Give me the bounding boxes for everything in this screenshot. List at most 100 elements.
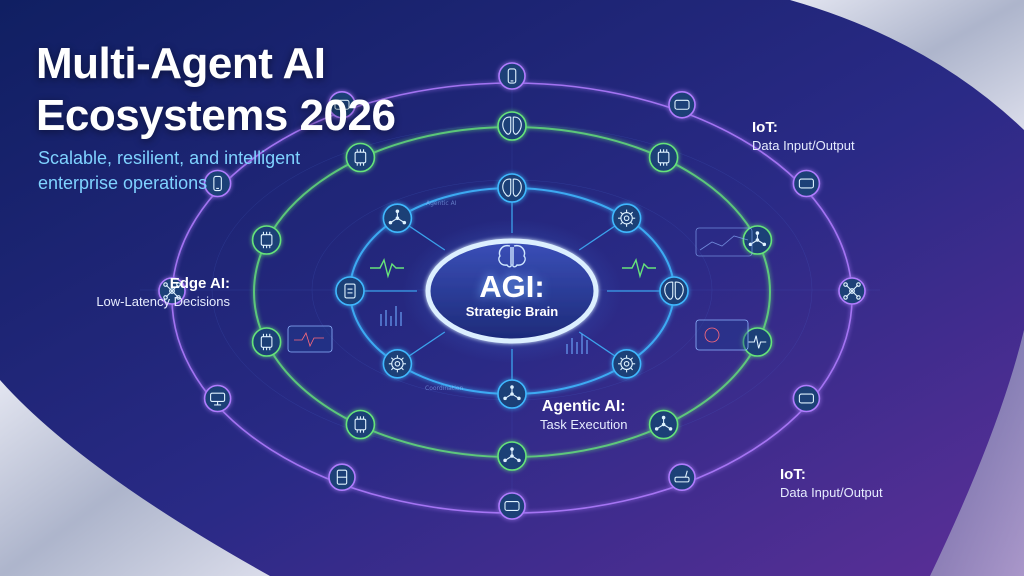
tiny-label-agentic: Agentic AI bbox=[426, 200, 457, 207]
label-iot-bottom-heading: IoT: bbox=[780, 466, 806, 483]
edge-node-1 bbox=[497, 111, 527, 141]
agentic-node-8 bbox=[382, 203, 413, 233]
edge-node-3 bbox=[742, 225, 773, 255]
label-iot-top-heading: IoT: bbox=[752, 119, 778, 136]
agentic-node-5 bbox=[497, 379, 527, 409]
edge-node-8 bbox=[251, 327, 282, 357]
silver-panel-bottom-left bbox=[0, 380, 270, 576]
agentic-node-4 bbox=[611, 348, 642, 379]
tablet-icon bbox=[674, 99, 690, 110]
brain-icon bbox=[664, 281, 684, 300]
agi-core-title: AGI: bbox=[479, 269, 545, 304]
gear-icon bbox=[618, 355, 636, 373]
silver-panel-top-right bbox=[790, 0, 1024, 130]
gear-icon bbox=[618, 209, 636, 227]
label-agentic-heading: Agentic AI: bbox=[541, 398, 626, 415]
node-circle bbox=[648, 142, 679, 173]
iot-node-7 bbox=[498, 492, 526, 520]
core-ring bbox=[425, 238, 599, 344]
phone-icon bbox=[213, 175, 222, 192]
iot-node-10 bbox=[158, 277, 186, 305]
router-icon bbox=[674, 470, 690, 483]
pulse-decoration-left bbox=[370, 257, 404, 279]
iot-node-12 bbox=[328, 91, 356, 119]
chart-card-top-right bbox=[695, 227, 753, 257]
agentic-node-3 bbox=[659, 276, 689, 306]
iot-node-2 bbox=[668, 91, 696, 119]
gear-icon bbox=[388, 355, 406, 373]
edge-node-10 bbox=[345, 142, 376, 173]
iot-node-6 bbox=[668, 463, 696, 492]
edge-node-4 bbox=[742, 327, 773, 357]
network-icon bbox=[654, 415, 673, 431]
edge-node-5 bbox=[648, 409, 679, 440]
monitor-card-right bbox=[695, 319, 749, 351]
node-circle bbox=[251, 327, 282, 357]
agentic-node-6 bbox=[382, 348, 413, 379]
bar-decoration-right bbox=[566, 334, 588, 354]
agi-core: AGI: Strategic Brain bbox=[424, 249, 600, 333]
node-circle bbox=[498, 492, 526, 520]
label-edge-sub: Low-Latency Decisions bbox=[96, 294, 230, 309]
node-layer bbox=[158, 62, 866, 520]
monitor-icon bbox=[210, 392, 226, 406]
label-edge-heading: Edge AI: bbox=[169, 275, 230, 292]
label-agentic-sub: Task Execution bbox=[540, 417, 628, 432]
iot-node-9 bbox=[203, 384, 232, 413]
tablet-icon bbox=[798, 393, 814, 404]
node-circle bbox=[668, 91, 696, 119]
iot-node-1 bbox=[498, 62, 526, 90]
label-edge-ai: Edge AI: Low-Latency Decisions bbox=[96, 274, 230, 310]
iot-node-11 bbox=[203, 169, 232, 198]
label-iot-bottom-sub: Data Input/Output bbox=[780, 485, 883, 500]
chip-icon bbox=[354, 416, 367, 433]
iot-node-3 bbox=[792, 169, 821, 198]
iot-node-4 bbox=[838, 277, 866, 305]
tiny-label-coordination: Coordination bbox=[425, 385, 464, 392]
node-circle bbox=[345, 409, 376, 440]
edge-node-2 bbox=[648, 142, 679, 173]
node-circle bbox=[251, 225, 282, 255]
network-icon bbox=[503, 447, 521, 463]
page-subtitle: Scalable, resilient, and intelligent ent… bbox=[38, 148, 301, 193]
node-circle bbox=[611, 348, 642, 379]
silver-panel-right bbox=[930, 330, 1024, 576]
pulse-decoration-right bbox=[622, 257, 656, 279]
network-icon bbox=[748, 231, 767, 247]
node-circle bbox=[611, 203, 642, 233]
node-circle bbox=[498, 62, 526, 90]
monitor-card-left bbox=[287, 325, 333, 353]
edge-node-9 bbox=[251, 225, 282, 255]
network-icon bbox=[388, 209, 407, 225]
document-icon bbox=[344, 283, 356, 299]
node-circle bbox=[792, 384, 821, 413]
bar-decoration-left bbox=[380, 306, 402, 326]
node-circle bbox=[328, 91, 356, 119]
edge-node-6 bbox=[497, 441, 527, 471]
chip-icon bbox=[354, 149, 367, 166]
node-circle bbox=[345, 142, 376, 173]
tablet-icon bbox=[798, 178, 814, 189]
chip-icon bbox=[260, 333, 273, 351]
brain-icon bbox=[502, 178, 522, 197]
node-circle bbox=[382, 348, 413, 379]
iot-node-8 bbox=[328, 463, 356, 492]
edge-node-7 bbox=[345, 409, 376, 440]
iot-node-5 bbox=[792, 384, 821, 413]
server-icon bbox=[336, 469, 348, 485]
brain-icon bbox=[498, 244, 526, 268]
phone-icon bbox=[507, 68, 517, 84]
label-iot-bottom: IoT: Data Input/Output bbox=[780, 465, 883, 501]
agentic-node-7 bbox=[335, 276, 365, 306]
agentic-node-1 bbox=[497, 173, 527, 203]
brain-icon bbox=[502, 116, 522, 135]
node-circle bbox=[335, 276, 365, 306]
network-icon bbox=[503, 385, 521, 401]
chip-icon bbox=[260, 231, 273, 249]
chip-icon bbox=[657, 149, 670, 166]
page-title: Multi-Agent AI Ecosystems 2026 bbox=[36, 39, 396, 140]
drone-icon bbox=[163, 282, 181, 300]
label-agentic-ai: Agentic AI: Task Execution bbox=[540, 397, 627, 433]
